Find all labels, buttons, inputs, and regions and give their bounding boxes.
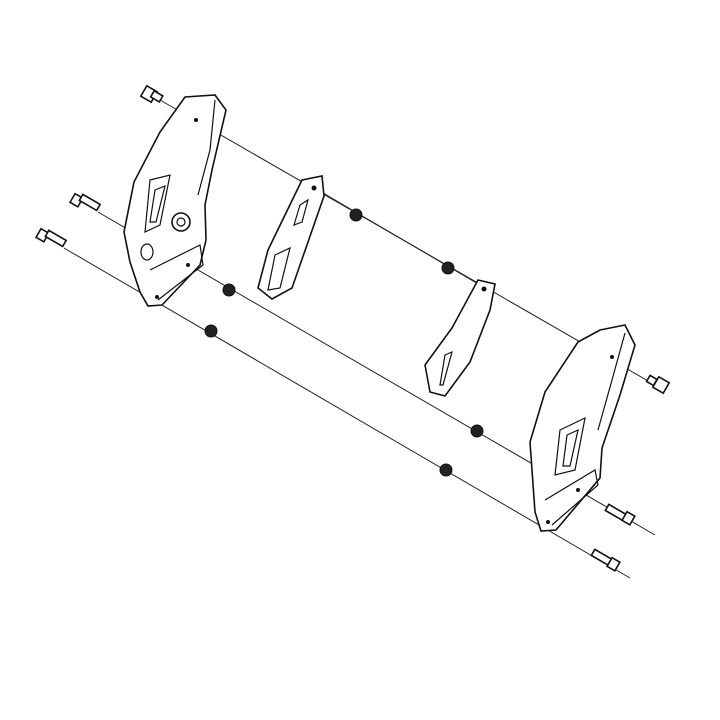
axis-line-plates bbox=[317, 189, 486, 289]
right-mount-bracket bbox=[529, 324, 636, 532]
slot-outline bbox=[554, 416, 586, 476]
nut-icon bbox=[439, 463, 453, 477]
bolts bbox=[34, 84, 671, 572]
nut-icon bbox=[470, 424, 484, 438]
bolt-middle-right bbox=[604, 503, 636, 526]
slot-outline bbox=[144, 174, 171, 233]
nut-icon bbox=[204, 324, 218, 338]
bolt-bottom-left bbox=[34, 227, 68, 248]
nuts bbox=[204, 208, 484, 477]
slotted-plate-right bbox=[424, 279, 496, 397]
nut-icon bbox=[222, 283, 236, 297]
bolt-top-right bbox=[645, 374, 671, 395]
nut-icon bbox=[441, 261, 455, 275]
nut-icon bbox=[349, 208, 363, 222]
slotted-plate-left bbox=[257, 175, 325, 300]
bolt-top-left bbox=[139, 84, 164, 104]
bolt-bottom-right bbox=[590, 548, 621, 572]
left-mount-bracket bbox=[123, 94, 227, 307]
bolt-middle-left bbox=[68, 192, 102, 212]
boss-round bbox=[171, 212, 191, 232]
